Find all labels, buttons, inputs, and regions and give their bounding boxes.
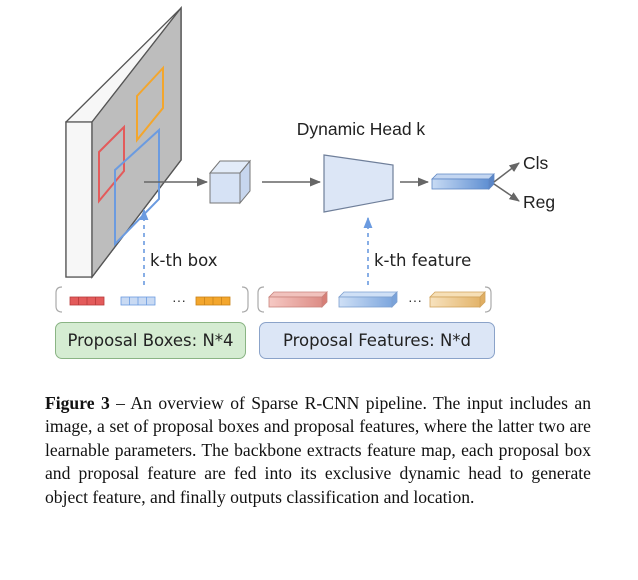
arrow-to-reg	[493, 183, 520, 202]
figure-caption: Figure 3 – An overview of Sparse R-CNN p…	[45, 392, 591, 509]
dynamic-head-title: Dynamic Head k	[297, 119, 426, 139]
cls-label: Cls	[523, 153, 549, 173]
proposal-features-bracket	[257, 286, 492, 313]
proposal-box-blue	[120, 296, 156, 306]
proposal-boxes-label: Proposal Boxes: N*4	[67, 331, 234, 350]
orange-proposal-on-image	[136, 65, 164, 143]
object-feature-bar	[431, 173, 495, 190]
proposal-features-legend: Proposal Features: N*d	[259, 322, 495, 359]
arrow-to-cls	[493, 162, 520, 183]
proposal-feature-orange	[429, 291, 486, 308]
proposal-boxes-ellipsis: ···	[172, 292, 186, 308]
proposal-boxes-legend: Proposal Boxes: N*4	[55, 322, 246, 359]
proposal-features-label: Proposal Features: N*d	[282, 331, 472, 350]
proposal-features-ellipsis: ···	[408, 292, 422, 308]
red-proposal-on-image	[98, 124, 125, 204]
caption-text: An overview of Sparse R-CNN pipeline. Th…	[45, 393, 591, 507]
kth-box-label: k-th box	[150, 251, 218, 270]
proposal-boxes-bracket	[55, 286, 249, 313]
reg-label: Reg	[523, 192, 555, 212]
proposal-box-red	[69, 296, 105, 306]
caption-dash: –	[109, 393, 131, 413]
dynamic-head-block	[323, 154, 394, 213]
proposal-feature-blue	[338, 291, 398, 308]
proposal-box-orange	[195, 296, 231, 306]
kth-feature-label: k-th feature	[374, 251, 471, 270]
roi-feature-cube	[208, 159, 252, 205]
blue-proposal-on-image	[114, 127, 160, 247]
proposal-feature-red	[268, 291, 328, 308]
pipeline-diagram: Dynamic Head k Cls Reg k-th box k-th fea…	[55, 6, 555, 313]
figure-label: Figure 3	[45, 393, 110, 413]
